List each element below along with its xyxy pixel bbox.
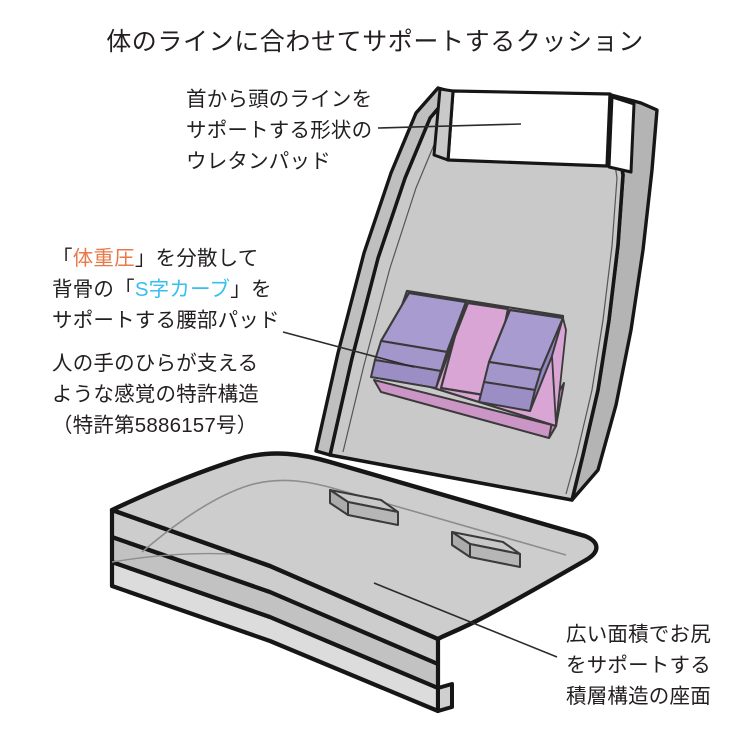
page-title: 体のラインに合わせてサポートするクッション	[106, 28, 644, 56]
headrest-callout-line-2: サポートする形状の	[186, 119, 373, 142]
seat-top-inner-contour	[141, 479, 567, 556]
headrest-callout-line-1: 首から頭のラインを	[186, 88, 373, 111]
seat-top-surface	[109, 451, 599, 642]
patent-structure-callout: 人の手のひらが支える ような感覚の特許構造 （特許第5886157号）	[52, 348, 259, 441]
seat-group	[109, 451, 599, 714]
lumbar-line2-post: 」を	[230, 278, 272, 301]
lumbar-highlight-s-curve: S字カーブ	[134, 278, 231, 301]
lumbar-line1-pre: 「	[52, 247, 73, 270]
seat-bar-1-left	[329, 489, 349, 516]
seat-callout-line-1: 広い面積でお尻	[566, 623, 711, 646]
lumbar-line2-pre: 背骨の「	[52, 278, 135, 301]
seat-callout-line-2: をサポートする	[566, 654, 711, 677]
patent-callout-line-3: （特許第5886157号）	[52, 414, 258, 437]
lumbar-line1-post: 」を分散して	[134, 247, 259, 270]
headrest-callout-line-3: ウレタンパッド	[186, 150, 331, 173]
backrest-group	[314, 86, 659, 502]
lumbar-pad-callout: 「体重圧」を分散して 背骨の「S字カーブ」を サポートする腰部パッド	[52, 243, 280, 336]
headrest-pad-left-bevel	[432, 87, 455, 162]
lumbar-highlight-weight-pressure: 体重圧	[72, 247, 135, 270]
leader-line-seat	[373, 582, 558, 658]
leader-lines	[282, 123, 558, 658]
seat-layer-bottom-right	[436, 682, 454, 713]
backrest-inner-contour-right	[565, 105, 618, 495]
seat-surface-callout: 広い面積でお尻 をサポートする 積層構造の座面	[566, 619, 711, 712]
leader-line-lumbar	[282, 331, 415, 368]
seat-top-inner-contour-2	[111, 552, 231, 563]
patent-callout-line-1: 人の手のひらが支える	[52, 352, 259, 375]
headrest-pad-right-strip	[607, 95, 636, 174]
backrest-left-rim	[314, 86, 454, 457]
lumbar-base-right-sliver	[551, 317, 567, 425]
seat-callout-line-3: 積層構造の座面	[566, 685, 711, 708]
lumbar-callout-line-1: 「体重圧」を分散して	[52, 243, 280, 274]
leader-line-headrest	[377, 123, 522, 129]
seat-bar-2-left	[451, 531, 471, 558]
headrest-pad	[446, 89, 612, 168]
lumbar-pad-assembly	[370, 289, 567, 439]
lumbar-callout-line-2: 背骨の「S字カーブ」を	[52, 274, 280, 305]
patent-callout-line-2: ような感覚の特許構造	[52, 383, 259, 406]
headrest-pad-callout: 首から頭のラインを サポートする形状の ウレタンパッド	[186, 84, 372, 177]
lumbar-callout-line-3: サポートする腰部パッド	[52, 309, 280, 332]
